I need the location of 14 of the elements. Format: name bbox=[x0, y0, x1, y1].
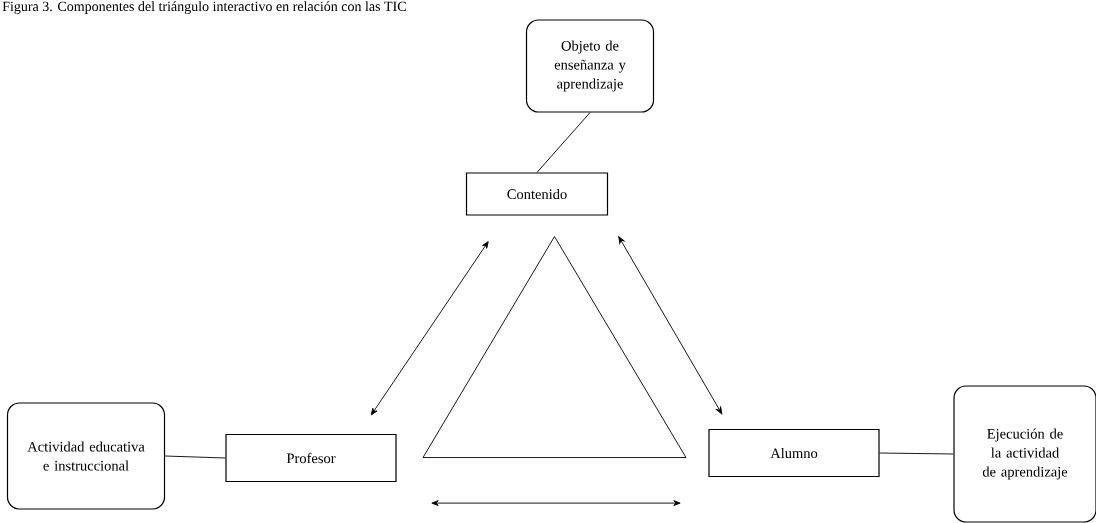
triangle bbox=[422, 236, 687, 458]
double-arrow bbox=[618, 236, 723, 415]
connector-line bbox=[164, 455, 226, 459]
double-arrow bbox=[370, 241, 489, 416]
figure-title: Figura 3. Componentes del triángulo interactivo en relación con las TIC bbox=[2, 1, 406, 14]
rounded-box: Actividad educativa e instruccional bbox=[6, 402, 166, 510]
connector-line bbox=[536, 112, 591, 173]
connector-line bbox=[879, 452, 954, 455]
process-box: Profesor bbox=[225, 433, 397, 483]
process-box: Contenido bbox=[465, 172, 609, 216]
process-box: Alumno bbox=[708, 428, 880, 478]
rounded-box: Ejecución de la actividad de aprendizaje bbox=[953, 385, 1096, 523]
rounded-box: Objeto de enseñanza y aprendizaje bbox=[525, 19, 655, 113]
double-arrow bbox=[431, 500, 681, 507]
